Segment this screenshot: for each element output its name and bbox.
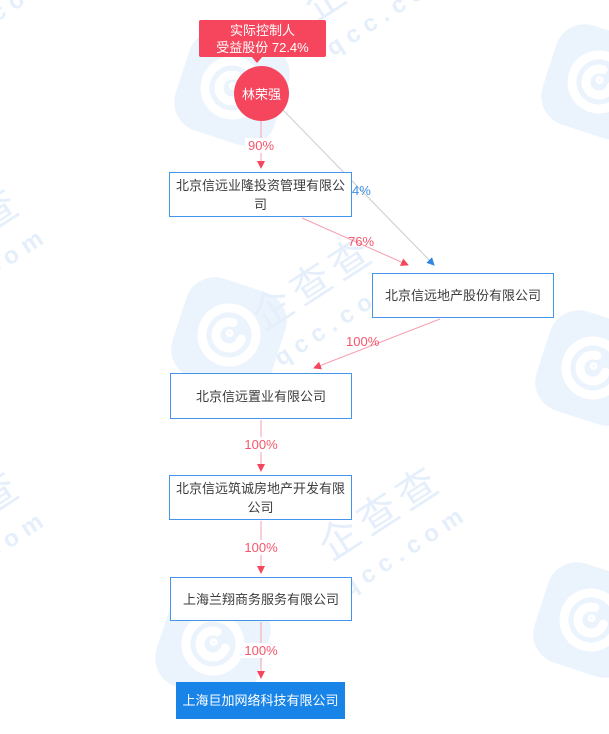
company-node-xinyuan-zhucheng[interactable]: 北京信远筑诚房地产开发有限公司 [169, 475, 352, 520]
edge-label-76pct: 76% [348, 234, 375, 249]
tooltip-pointer [251, 56, 263, 63]
person-name: 林荣强 [241, 87, 281, 102]
edge-label-90pct: 90% [244, 138, 278, 153]
company-name: 上海巨加网络科技有限公司 [182, 693, 339, 708]
company-name: 北京信远置业有限公司 [195, 388, 326, 404]
edge-label-100pct-1: 100% [346, 334, 380, 349]
qcc-brand-watermark-text: 企查查 [0, 462, 31, 575]
tooltip-line1: 实际控制人 [229, 23, 295, 38]
qcc-domain-watermark-text: qcc.com [336, 499, 475, 602]
company-name: 北京信远地产股份有限公司 [384, 288, 541, 303]
tooltip-line2: 受益股份 72.4% [216, 40, 309, 55]
qcc-text-watermark: 企查查 qcc.com [0, 451, 55, 608]
qcc-brand-watermark-text: 企查查 [0, 0, 41, 41]
qcc-domain-watermark-text: qcc.com [0, 221, 55, 324]
qcc-text-watermark: 企查查 qcc.com [0, 0, 60, 69]
edge-label-100pct-2: 100% [241, 437, 281, 452]
company-node-lanxiang[interactable]: 上海兰翔商务服务有限公司 [170, 577, 352, 621]
qcc-domain-watermark-text: qcc.com [321, 0, 460, 62]
company-node-xinyuan-dichan[interactable]: 北京信远地产股份有限公司 [372, 273, 554, 318]
qcc-domain-watermark-text: qcc.com [0, 504, 55, 607]
company-node-xinyuan-zhiye[interactable]: 北京信远置业有限公司 [170, 373, 352, 419]
company-name: 北京信远业隆投资管理有限公司 [176, 177, 346, 212]
company-name: 北京信远筑诚房地产开发有限公司 [176, 480, 346, 515]
actual-controller-tooltip: 实际控制人 受益股份 72.4% [199, 20, 326, 57]
qcc-brand-watermark-text: 企查查 [0, 179, 31, 292]
company-node-xinyuan-yelong[interactable]: 北京信远业隆投资管理有限公司 [169, 172, 352, 217]
qcc-domain-watermark-text: qcc.com [0, 0, 60, 69]
edge-label-4pct: 4% [352, 183, 371, 198]
person-node-controller[interactable]: 林荣强 [234, 66, 289, 121]
company-node-jujia-highlight[interactable]: 上海巨加网络科技有限公司 [176, 682, 345, 719]
edge-label-100pct-3: 100% [241, 540, 281, 555]
qcc-text-watermark: 企查查 qcc.com [0, 168, 55, 325]
company-name: 上海兰翔商务服务有限公司 [182, 591, 339, 607]
edge-label-100pct-4: 100% [241, 643, 281, 658]
